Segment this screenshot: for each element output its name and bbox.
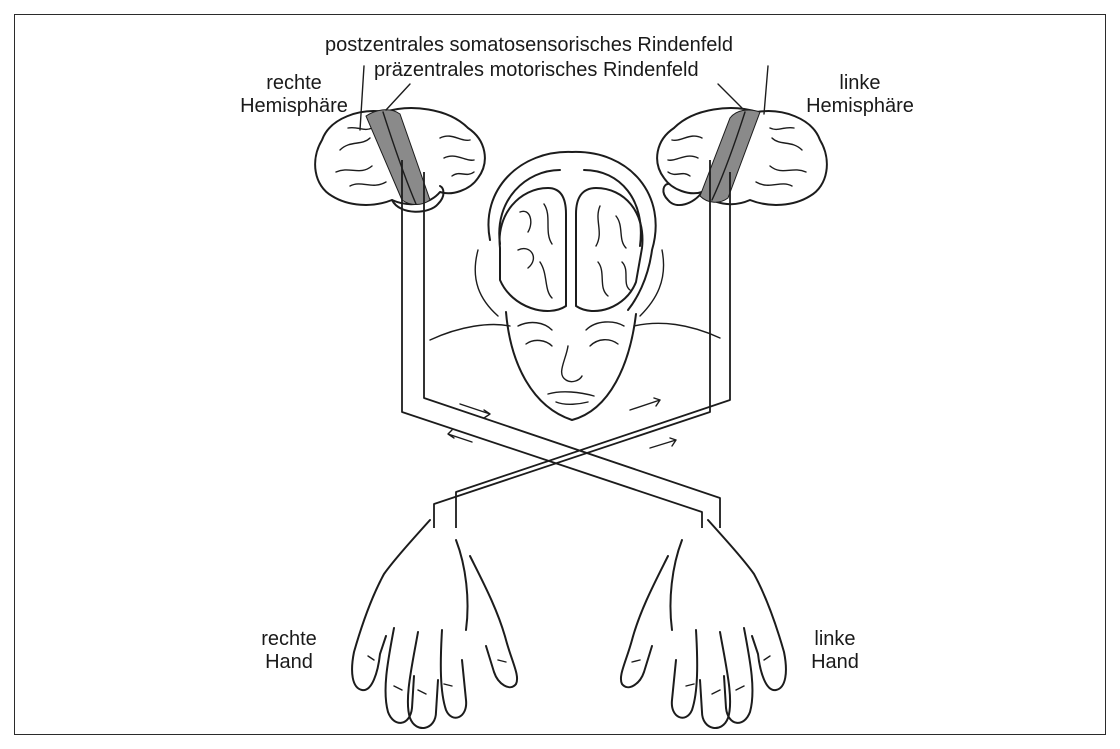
left-hemisphere-label-line1: linke — [790, 72, 930, 95]
left-hand — [621, 520, 786, 728]
right-hand-label-line2: Hand — [244, 651, 334, 674]
left-hemisphere-label-line2: Hemisphäre — [790, 95, 930, 118]
left-hand-label-line1: linke — [790, 628, 880, 651]
head-illustration — [430, 152, 720, 420]
right-hemisphere-label: rechte Hemisphäre — [224, 72, 364, 118]
right-hemisphere-label-line2: Hemisphäre — [224, 95, 364, 118]
right-hand-label-line1: rechte — [244, 628, 334, 651]
right-hemisphere-brain — [315, 108, 485, 212]
right-hand-label: rechte Hand — [244, 628, 334, 674]
left-hand-label: linke Hand — [790, 628, 880, 674]
right-hand — [352, 520, 517, 728]
precentral-motor-label: präzentrales motorisches Rindenfeld — [374, 59, 699, 82]
left-hand-label-line2: Hand — [790, 651, 880, 674]
right-hemisphere-label-line1: rechte — [224, 72, 364, 95]
left-hemisphere-label: linke Hemisphäre — [790, 72, 930, 118]
left-hemisphere-brain — [657, 108, 827, 205]
postcentral-somatosensory-label: postzentrales somatosensorisches Rindenf… — [325, 34, 733, 57]
